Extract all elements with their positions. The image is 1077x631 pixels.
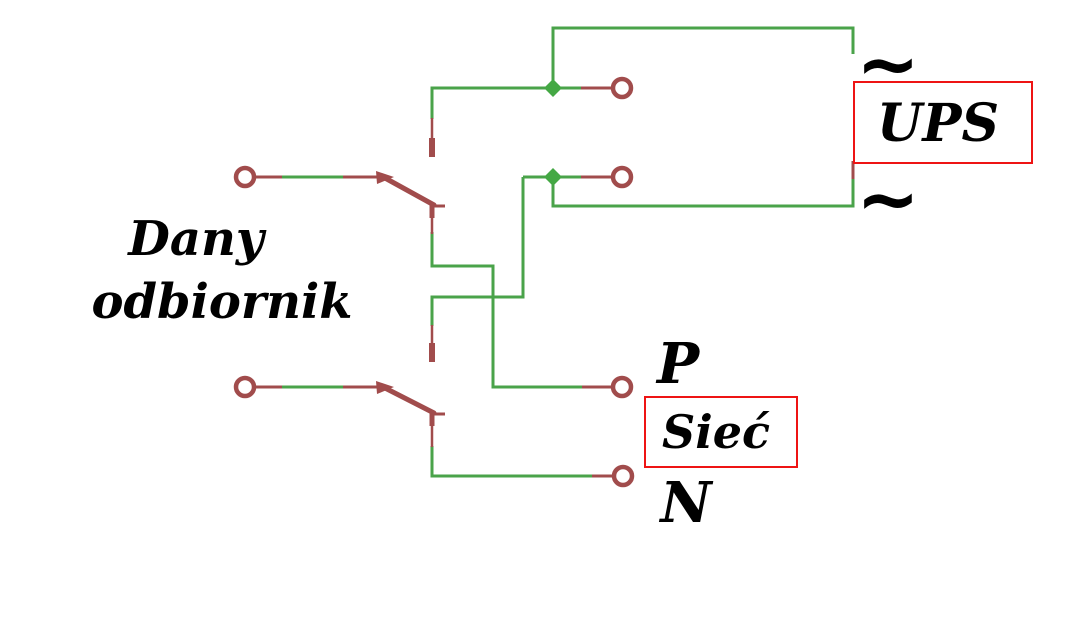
- terminal-rings: [233, 76, 635, 488]
- wire-ups-return-loop: [551, 177, 855, 208]
- terminal-ring-right2: [610, 165, 634, 189]
- wire-switch1-to-phase: [430, 232, 583, 389]
- junction-dot-top: [544, 79, 562, 97]
- switch1-arrowhead: [376, 171, 394, 184]
- wire-switch2-to-neutral: [430, 446, 593, 478]
- junction-dots: [544, 79, 562, 186]
- switch1-lever: [382, 175, 437, 208]
- terminal-ring-left1: [233, 165, 257, 189]
- junction-dot-bottom: [544, 168, 562, 186]
- ac-symbol-bottom: ~: [856, 154, 920, 243]
- grid-box-border: [644, 396, 798, 468]
- terminal-ring-neutral: [611, 464, 635, 488]
- terminal-ring-phase: [610, 375, 634, 399]
- ac-symbol-top: ~: [856, 19, 920, 108]
- ups-box-border: [853, 81, 1033, 164]
- terminal-ring-left2: [233, 375, 257, 399]
- wire-row1-horizontal: [430, 86, 582, 119]
- phase-label: P: [656, 331, 700, 397]
- component-boxes: [644, 81, 1033, 468]
- red-components: [254, 86, 855, 478]
- ups-label: UPS: [876, 93, 1000, 154]
- grid-label: Sieć: [662, 405, 770, 459]
- load-label-line1: Dany: [128, 211, 264, 267]
- switch2-arrowhead: [376, 381, 394, 394]
- switch2-lever: [382, 385, 437, 416]
- load-label-line2: odbiornik: [91, 274, 353, 330]
- wire-ups-top-loop: [551, 26, 855, 90]
- wire-crossover-to-switch2-contact: [430, 177, 525, 326]
- terminal-ring-right1: [610, 76, 634, 100]
- green-wires: [281, 26, 855, 478]
- neutral-label: N: [660, 470, 712, 536]
